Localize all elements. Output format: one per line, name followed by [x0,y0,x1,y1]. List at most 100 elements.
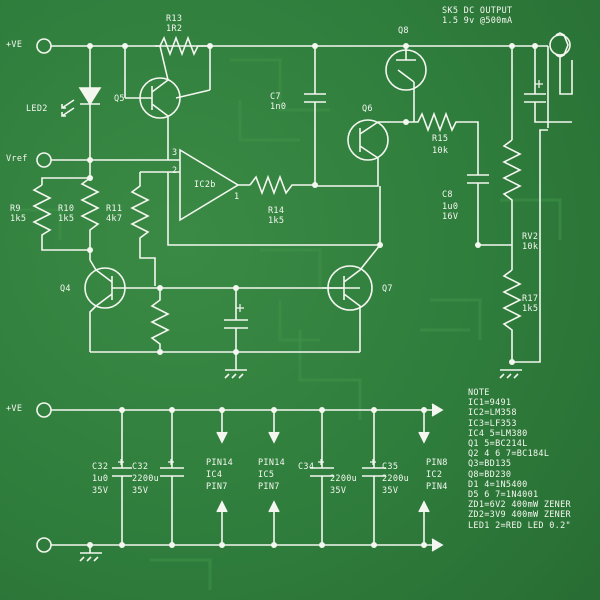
ic2b-pin1: 1 [234,192,240,202]
ground-terminal[interactable] [36,537,52,553]
q6-transistor [347,119,389,161]
note-line: D1 4=1N5400 [468,479,528,490]
rv2-value: 10k [522,242,539,252]
note-line: Q3=BD135 [468,459,512,470]
ic5-arrow-up-icon [268,500,280,513]
ic2-arrow-up-icon [418,500,430,513]
ic4-arrow-icon [216,431,228,444]
c32a-capacitor [112,410,132,545]
ic5-name: IC5 [258,470,275,480]
note-line: Q8=BD230 [468,469,512,480]
c32b-value-2: 35V [132,486,149,496]
sk5-return [559,55,573,95]
r14-label: R14 [268,206,285,216]
output-spec: 1.5 9v @500mA [442,16,513,26]
led2-arrows-icon [61,99,75,117]
ground-mid-icon [224,369,247,379]
r17-value: 1k5 [522,304,539,314]
junction-dots [87,43,538,548]
ic2-arrow-icon [418,431,430,444]
note-line: IC2=LM358 [468,408,517,419]
ic2b-label: IC2b [194,180,216,190]
c8-label: C8 [442,190,453,200]
q6-label: Q6 [362,104,373,114]
r11-resistor [130,172,156,286]
c7-label: C7 [270,92,281,102]
r13-resistor [155,35,211,90]
r17-resistor [502,269,522,362]
r11-label: R11 [106,204,123,214]
c34-value-2: 35V [330,486,347,496]
vref-label: Vref [6,154,28,164]
note-line: NOTE [468,388,490,398]
pos-ve-terminal[interactable] [36,38,52,54]
sk5-output-jack[interactable] [549,34,571,56]
r17-label: R17 [522,294,539,304]
parts-note: NOTE IC1=9491 IC2=LM358 IC3=LF353 IC4 5=… [468,388,571,531]
r9-label: R9 [10,204,21,214]
c8-value-2: 16V [442,212,459,222]
output-capacitor [524,46,572,123]
ic5-pin-top: PIN14 [258,458,286,468]
ic4-name: IC4 [206,470,223,480]
note-line: IC1=9491 [468,398,512,409]
q5-leads [124,45,211,160]
note-line: Q1 5=BC214L [468,439,528,450]
led2-label: LED2 [26,104,48,114]
r13-label: R13 [166,14,183,24]
q5-label: Q5 [114,94,125,104]
c32a-value-1: 1u0 [92,474,109,484]
c35-label: C35 [382,462,399,472]
c8-capacitor [467,174,489,245]
c32b-value-1: 2200u [132,474,160,484]
note-line: IC4 5=LM380 [468,428,528,439]
ic2-pin-top: PIN8 [426,458,448,468]
vref-terminal[interactable] [36,152,52,168]
c32b-capacitor [160,410,184,545]
note-line: ZD2=3V9 400mW ZENER [468,510,571,521]
r15-resistor [406,111,479,175]
ic2b-opamp[interactable] [179,148,240,222]
ic4-pin-top: PIN14 [206,458,234,468]
ic2b-pin2: 2 [172,166,178,176]
q6-leads [315,121,406,187]
r14-value: 1k5 [268,216,285,226]
r10-label: R10 [58,204,75,214]
ic2b-pin3: 3 [172,148,178,158]
note-line: LED1 2=RED LED 0.2" [468,520,571,531]
lower-rail-arrow [431,403,444,417]
note-line: Q2 4 6 7=BC184L [468,449,550,460]
note-line: ZD1=6V2 400mW ZENER [468,500,571,511]
ic2b-inputs [165,159,250,186]
c32a-value-2: 35V [92,486,109,496]
c35-capacitor [362,410,386,545]
c35-value-1: 2200u [382,474,410,484]
polarity-marks [118,80,543,465]
c7-capacitor [304,46,326,186]
c32a-label: C32 [92,462,109,472]
note-line: IC3=LF353 [468,418,517,429]
rv2-potentiometer [502,139,522,270]
c32b-label: C32 [132,462,149,472]
pos-ve-terminal-2[interactable] [36,402,52,418]
r13-value: 1R2 [166,24,183,34]
r9-resistor [32,177,90,251]
background-traces [20,58,562,590]
r11-value: 4k7 [106,214,123,224]
r10-resistor [80,160,100,260]
mid-capacitor [224,288,248,370]
c34-value-1: 2200u [330,474,358,484]
c35-value-2: 35V [382,486,399,496]
c34-capacitor [310,410,334,545]
ground-right-icon [499,369,522,379]
r15-label: R15 [432,134,449,144]
pos-ve-label: +VE [6,40,23,50]
r14-resistor [249,174,315,196]
feedback-line [140,171,381,246]
r15-value: 10k [432,146,449,156]
ic4-pin-bottom: PIN7 [206,482,228,492]
q7-leads [322,244,381,352]
q8-leads [396,46,416,122]
pos-ve-label-2: +VE [6,404,23,414]
